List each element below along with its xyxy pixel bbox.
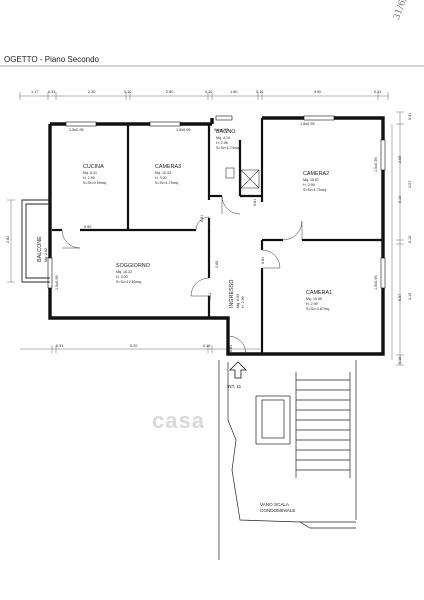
room-area-cucina: Mq. 8.41 xyxy=(83,171,97,175)
walls xyxy=(48,116,385,356)
room-name-camera3: CAMERA3 xyxy=(155,164,181,170)
room-height-camera2: H. 2.99 xyxy=(303,183,315,187)
left-dimension-line xyxy=(7,199,15,283)
room-area-soggiorno: Mq. 16.22 xyxy=(116,270,132,274)
plan-title: OGETTO - Piano Secondo xyxy=(4,55,100,64)
window-labels: 1.5x0.95 1.5x0.95 0.6x0.95 1.5x0.95 1.5x… xyxy=(55,122,378,290)
balcony xyxy=(21,199,50,283)
door-label-bagno: 0.81 xyxy=(253,199,257,206)
dim-top-4: 0.10 xyxy=(124,90,131,94)
room-area-camera1: Mq. 15.95 xyxy=(306,297,322,301)
entrance-label: INT. 11 xyxy=(227,384,242,389)
window-label-right-1: 1.5x0.95 xyxy=(374,157,378,172)
room-area-balcone: Mq. 2.62 xyxy=(44,248,48,262)
room-name-soggiorno: SOGGIORNO xyxy=(116,263,150,269)
room-height-cucina: H. 2.99 xyxy=(83,176,95,180)
room-camera3: CAMERA3 Mq. 10.33 H. 3.00 S=Sv=1.75mq. xyxy=(155,164,181,185)
top-dimension-labels: 1.17 0.31 2.30 0.10 2.80 0.10 1.60 0.10 … xyxy=(31,90,381,94)
dim-top-10: 0.31 xyxy=(374,90,381,94)
dim-top-9: 3.90 xyxy=(314,90,321,94)
room-area-ingresso: Mq. 6.83 xyxy=(236,294,240,308)
room-name-camera1: CAMERA1 xyxy=(306,290,332,296)
dim-top-3: 2.30 xyxy=(88,90,95,94)
windows xyxy=(47,115,386,289)
room-soggiorno: SOGGIORNO Mq. 16.22 H. 3.00 S=Sv=12.83mq… xyxy=(116,263,150,284)
door-label-cucina: 0.90 xyxy=(84,225,91,229)
top-dimension-line xyxy=(19,92,389,100)
dim-right-2: 2.69 xyxy=(398,156,402,163)
dim-right-3: 4.07 xyxy=(408,181,412,188)
entrance-arrow-icon xyxy=(229,361,247,379)
window-label-soggiorno: 1.5x0.95 xyxy=(55,275,59,290)
door-swings xyxy=(61,195,303,355)
room-area-camera2: Mq. 15.67 xyxy=(303,178,319,182)
stairwell-label-line1: VANO SCALA xyxy=(260,502,290,507)
right-dimension-line xyxy=(391,111,404,366)
room-name-balcone: BALCONE xyxy=(37,236,43,262)
room-camera2: CAMERA2 Mq. 15.67 H. 2.99 S=Sv=1.75mq. xyxy=(303,171,329,192)
dim-top-7: 1.60 xyxy=(230,90,237,94)
stairwell xyxy=(218,360,357,560)
room-surface-cucina: S=Sv=0.99mq. xyxy=(83,181,107,185)
door-label-ingresso: 0.81 xyxy=(229,345,233,352)
door-label-camera1: 0.81 xyxy=(261,257,265,264)
room-cucina: CUCINA Mq. 8.41 H. 2.99 S=Sv=0.99mq. xyxy=(83,164,107,185)
dim-left-1: 2.82 xyxy=(6,236,10,243)
room-height-soggiorno: H. 3.00 xyxy=(116,275,128,279)
room-surface-camera2: S=Sv=1.75mq. xyxy=(303,188,327,192)
watermark-logo: casa xyxy=(152,408,205,433)
dim-bottom-3: 0.10 xyxy=(203,344,210,348)
room-height-camera1: H. 2.99 xyxy=(306,302,318,306)
corridor-dimension: 2.69 xyxy=(215,261,219,268)
room-surface-camera1: S=Sv=3.87mq. xyxy=(306,307,330,311)
room-height-camera3: H. 3.00 xyxy=(155,176,167,180)
window-label-camera2: 1.5x0.95 xyxy=(300,122,315,126)
room-height-bagno: H. 2.98 xyxy=(216,141,228,145)
stairwell-label-line2: CONDOMINIALE xyxy=(260,508,295,513)
dim-top-5: 2.80 xyxy=(166,90,173,94)
room-camera1: CAMERA1 Mq. 15.95 H. 2.99 S=Sv=3.87mq. xyxy=(306,290,332,311)
dim-right-6: 5.57 xyxy=(398,294,402,301)
door-label-soggiorno: 0.81 xyxy=(208,293,212,300)
dim-top-1: 1.17 xyxy=(31,90,38,94)
window-label-bagno: 0.6x0.95 xyxy=(214,128,229,132)
room-balcone: BALCONE Mq. 2.62 xyxy=(37,236,48,262)
room-surface-soggiorno: S=Sv=12.83mq. xyxy=(116,280,142,284)
dim-right-1: 0.31 xyxy=(408,113,412,120)
room-name-ingresso: INGRESSO xyxy=(229,280,235,308)
dim-top-2: 0.31 xyxy=(48,90,55,94)
dim-bottom-2: 5.20 xyxy=(130,344,137,348)
room-area-bagno: Mq. 4.14 xyxy=(216,136,230,140)
interior-walls xyxy=(52,118,383,354)
window-label-cucina: 1.5x0.95 xyxy=(69,128,84,132)
dim-right-7: 4.19 xyxy=(408,293,412,300)
dim-bottom-1: 0.31 xyxy=(56,344,63,348)
bottom-dimension-line xyxy=(20,345,260,353)
door-labels: 0.81 0.81 0.81 0.81 0.90 0.81 2.69 xyxy=(84,199,265,352)
dim-top-6: 0.10 xyxy=(205,90,212,94)
bathroom-fixtures xyxy=(225,167,260,189)
dim-right-4: 0.10 xyxy=(398,196,402,203)
room-surface-bagno: S=Sv=1.74mq. xyxy=(216,146,240,150)
dim-right-8: 0.18 xyxy=(398,357,402,364)
room-area-camera3: Mq. 10.33 xyxy=(155,171,171,175)
right-dimension-labels: 0.31 2.69 4.07 0.10 0.10 5.57 4.19 0.18 xyxy=(398,113,412,364)
room-name-camera2: CAMERA2 xyxy=(303,171,329,177)
window-label-right-2: 1.5x0.95 xyxy=(374,275,378,290)
room-surface-camera3: S=Sv=1.75mq. xyxy=(155,181,179,185)
window-label-camera3: 1.5x0.95 xyxy=(176,128,191,132)
room-ingresso: INGRESSO Mq. 6.83 H. 2.99 xyxy=(229,280,245,308)
dim-right-5: 0.10 xyxy=(408,236,412,243)
room-name-cucina: CUCINA xyxy=(83,164,104,170)
door-label-camera3: 0.81 xyxy=(200,215,204,222)
room-height-ingresso: H. 2.99 xyxy=(241,296,245,308)
dim-top-8: 0.10 xyxy=(256,90,263,94)
room-name-bagno: BAGNO xyxy=(216,129,235,135)
room-bagno: BAGNO Mq. 4.14 H. 2.98 S=Sv=1.74mq. xyxy=(216,129,240,150)
